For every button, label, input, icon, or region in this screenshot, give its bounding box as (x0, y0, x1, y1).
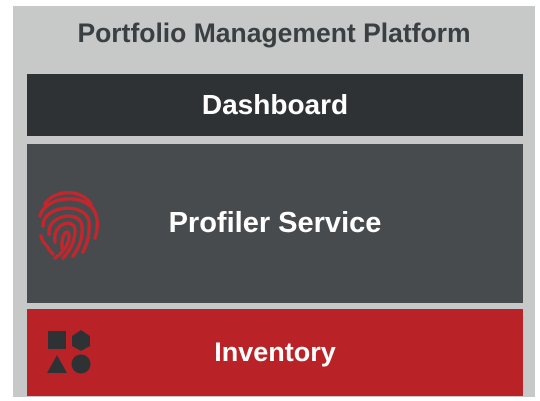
diagram-title: Portfolio Management Platform (77, 18, 471, 48)
profiler-service-label: Profiler Service (168, 207, 382, 239)
profiler-service-layer: Profiler Service (27, 144, 523, 303)
inventory-layer: Inventory (27, 309, 523, 396)
platform-diagram: Portfolio Management Platform Dashboard … (13, 6, 535, 397)
fingerprint-icon (35, 182, 101, 264)
dashboard-layer: Dashboard (27, 74, 523, 136)
dashboard-label: Dashboard (201, 89, 349, 120)
shapes-icon (46, 329, 92, 375)
inventory-label: Inventory (214, 337, 336, 367)
